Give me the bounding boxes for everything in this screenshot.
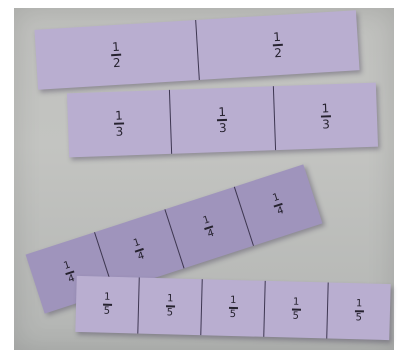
fraction-label: 1 5 <box>165 295 175 318</box>
fraction-numerator: 1 <box>321 103 329 115</box>
fraction-label: 1 4 <box>271 193 287 218</box>
fraction-denominator: 4 <box>276 206 285 217</box>
fraction-label: 1 2 <box>272 31 284 59</box>
fraction-denominator: 4 <box>137 251 146 262</box>
fraction-label: 1 3 <box>114 110 125 138</box>
fraction-label: 1 3 <box>320 103 331 131</box>
fifths-strip: 1 5 1 5 1 5 1 5 <box>75 276 390 340</box>
fraction-numerator: 1 <box>112 41 120 53</box>
fraction-numerator: 1 <box>356 300 363 310</box>
fraction-numerator: 1 <box>104 293 111 303</box>
third-piece: 1 3 <box>274 83 378 151</box>
thirds-strip: 1 3 1 3 1 3 <box>67 83 378 158</box>
fraction-denominator: 5 <box>167 308 174 318</box>
third-piece: 1 3 <box>67 90 172 158</box>
fraction-denominator: 3 <box>219 121 227 133</box>
half-piece: 1 2 <box>196 10 360 80</box>
fraction-label: 1 4 <box>62 261 78 286</box>
fraction-label: 1 3 <box>217 106 228 134</box>
fraction-denominator: 5 <box>355 313 362 323</box>
fifth-piece: 1 5 <box>264 281 328 339</box>
fifth-piece: 1 5 <box>201 279 265 337</box>
fraction-label: 1 5 <box>291 298 301 321</box>
fraction-denominator: 5 <box>230 310 237 320</box>
fraction-label: 1 5 <box>354 300 364 323</box>
fraction-denominator: 5 <box>104 306 111 316</box>
fraction-denominator: 5 <box>292 311 299 321</box>
fraction-denominator: 3 <box>115 125 123 137</box>
fraction-label: 1 5 <box>228 296 238 319</box>
fraction-numerator: 1 <box>167 295 174 305</box>
fraction-denominator: 4 <box>67 273 76 284</box>
fraction-denominator: 2 <box>113 56 121 68</box>
fifth-piece: 1 5 <box>327 282 390 340</box>
third-piece: 1 3 <box>170 86 275 154</box>
fifth-piece: 1 5 <box>75 276 139 334</box>
fraction-denominator: 4 <box>206 228 215 239</box>
fraction-denominator: 3 <box>322 118 330 130</box>
fraction-numerator: 1 <box>293 298 300 308</box>
fraction-denominator: 2 <box>274 46 282 58</box>
half-piece: 1 2 <box>34 20 199 90</box>
fraction-label: 1 4 <box>131 238 147 263</box>
fraction-label: 1 2 <box>111 41 123 69</box>
fraction-numerator: 1 <box>230 296 237 306</box>
fraction-numerator: 1 <box>218 106 226 118</box>
fraction-numerator: 1 <box>273 31 281 43</box>
fraction-numerator: 1 <box>115 110 123 122</box>
fraction-label: 1 5 <box>102 293 112 316</box>
fraction-label: 1 4 <box>201 215 217 240</box>
fifth-piece: 1 5 <box>138 278 202 336</box>
